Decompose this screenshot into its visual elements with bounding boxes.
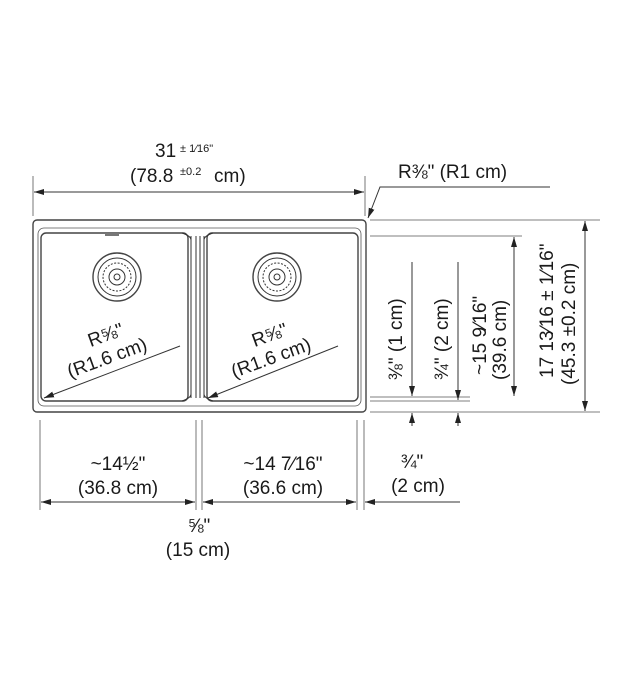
overall-depth-inch: 17 13⁄16 ± 1⁄16" [537, 244, 558, 378]
bowl-depth-inch: ~15 9⁄16" [470, 296, 491, 375]
overall-depth-cm: (45.3 ±0.2 cm) [559, 263, 580, 385]
right-bowl [206, 232, 359, 402]
left-bowl-radius-callout: R⅝" (R1.6 cm) [43, 320, 181, 399]
drain-right-icon [252, 252, 302, 302]
side-rim-cm: (2 cm) [391, 476, 445, 497]
divider-width-inch: ⅝" [188, 516, 211, 537]
bowl-depth-cm: (39.6 cm) [490, 300, 511, 380]
rim-offset-2-label: ¾" (2 cm) [432, 298, 453, 380]
overflow-slot [105, 233, 119, 236]
bottom-dimensions: ~14½" (36.8 cm) ~14 7⁄16" (36.6 cm) ¾" (… [39, 420, 460, 561]
overall-width-cm-unit: cm) [214, 166, 246, 187]
sink-outline [32, 219, 367, 413]
right-bowl-width-cm: (36.6 cm) [243, 478, 323, 499]
rim-offset-1-label: ⅜" (1 cm) [386, 298, 407, 380]
left-bowl-width-cm: (36.8 cm) [78, 478, 158, 499]
overall-width-dimension: 31 ± 1⁄16" (78.8 ±0.2 cm) [32, 141, 366, 216]
overall-width-inch: 31 [155, 141, 176, 162]
center-divider [181, 232, 214, 402]
corner-radius-callout: R⅜" (R1 cm) [367, 162, 550, 219]
corner-radius-label: R⅜" (R1 cm) [398, 162, 507, 183]
side-rim-inch: ¾" [401, 452, 424, 473]
depth-dimensions: ⅜" (1 cm) ¾" (2 cm) ~15 9⁄16" (39.6 cm) … [370, 219, 600, 426]
divider-width-cm: (15 cm) [166, 540, 230, 561]
overall-width-cm: (78.8 [130, 166, 173, 187]
drain-left-icon [92, 252, 142, 302]
overall-width-cm-tol: ±0.2 [180, 166, 201, 178]
right-bowl-radius-callout: R⅝" (R1.6 cm) [207, 320, 339, 399]
right-bowl-width-inch: ~14 7⁄16" [243, 454, 322, 475]
left-bowl-width-inch: ~14½" [91, 454, 146, 475]
overall-width-inch-tol: ± 1⁄16" [180, 143, 213, 155]
